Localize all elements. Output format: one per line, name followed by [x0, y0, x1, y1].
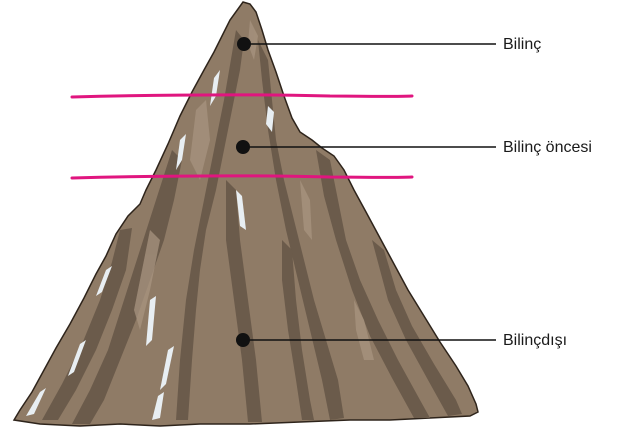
label-preconscious: Bilinç öncesi — [503, 140, 592, 156]
marker-conscious — [237, 37, 251, 51]
label-conscious: Bilinç — [503, 37, 541, 53]
marker-preconscious — [236, 140, 250, 154]
label-unconscious: Bilinçdışı — [503, 333, 567, 349]
marker-unconscious — [236, 333, 250, 347]
